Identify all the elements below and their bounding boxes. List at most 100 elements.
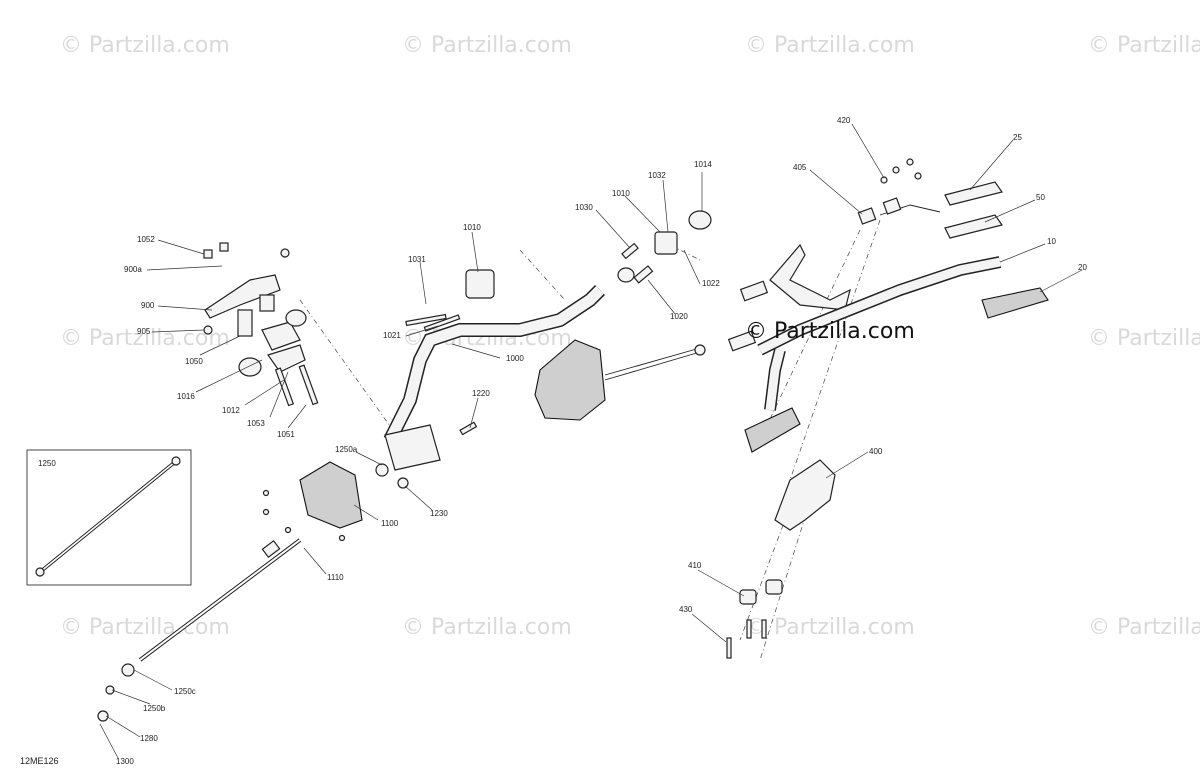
leader-line <box>157 305 213 311</box>
leader-line <box>984 199 1036 223</box>
leader-line <box>469 397 479 429</box>
callout-label: 1300 <box>116 757 134 766</box>
bushing-part <box>238 357 262 377</box>
watermark: © Partzilla.com <box>1088 615 1200 640</box>
bushing-part <box>375 463 389 477</box>
leader-line <box>471 231 479 273</box>
callout-label: 1110 <box>327 573 344 582</box>
shaft-highlight <box>139 539 301 661</box>
bolt-part <box>423 314 461 332</box>
leader-line <box>1039 269 1083 293</box>
right-handlebar-assembly <box>727 158 1049 453</box>
bar-end-part <box>739 280 769 302</box>
callout-label: 1230 <box>430 509 448 518</box>
callout-label: 1250a <box>335 445 358 454</box>
leader-line <box>662 179 669 233</box>
callout-label: 1014 <box>694 160 712 169</box>
leader-line <box>111 689 151 705</box>
bolt-part <box>405 313 447 327</box>
hand-guard-part <box>769 243 851 311</box>
screw-part <box>880 176 888 184</box>
nut-part <box>203 249 213 259</box>
heated-grip-part <box>981 287 1049 319</box>
leader-line <box>624 195 661 233</box>
leader-line <box>269 371 289 418</box>
screw-part <box>914 172 922 180</box>
screw-part <box>892 166 900 174</box>
leader-line <box>133 669 173 691</box>
callout-label: 20 <box>1078 263 1087 272</box>
bolt-part <box>459 421 478 436</box>
bolt-part <box>761 619 767 639</box>
watermark: © Partzilla.com <box>60 33 230 58</box>
callout-label: 1030 <box>575 203 593 212</box>
left-grip-tube-fill <box>765 348 785 411</box>
leader-line <box>691 613 727 643</box>
washer-part <box>397 477 409 489</box>
screw-part <box>262 508 270 516</box>
watermark: © Partzilla.com <box>1088 326 1200 351</box>
callout-label: 1051 <box>277 430 295 439</box>
riser-clamp-part <box>654 231 678 255</box>
leader-line <box>99 723 119 759</box>
callout-label: 1000 <box>506 354 524 363</box>
inset-rod-highlight <box>39 461 176 573</box>
bracket-part <box>204 274 281 319</box>
callout-label: 400 <box>869 447 883 456</box>
callout-label: 1053 <box>247 419 265 428</box>
rod-end-part <box>171 456 181 466</box>
nut-part <box>97 710 109 722</box>
bushing-part <box>285 309 307 327</box>
bolt-part <box>746 619 752 639</box>
leader-line <box>244 379 285 406</box>
callout-label: 1100 <box>381 519 399 528</box>
leader-line <box>353 504 379 521</box>
assembly-line <box>299 299 401 441</box>
assembly-line <box>519 249 566 301</box>
leader-line <box>195 359 263 393</box>
clamp-part <box>739 589 757 605</box>
leader-line <box>451 343 501 359</box>
watermark-layer: © Partzilla.com © Partzilla.com © Partzi… <box>60 33 1200 640</box>
callout-labels: 1052 900a 900 905 1050 1016 1012 1053 10… <box>116 116 1087 766</box>
callout-label: 1022 <box>702 279 720 288</box>
nut-part <box>203 325 213 335</box>
spacer-part <box>259 294 275 312</box>
leader-line <box>809 169 863 215</box>
leader-line <box>355 451 383 466</box>
leader-line <box>405 325 439 337</box>
callout-label: 50 <box>1036 193 1045 202</box>
leader-line <box>199 335 241 356</box>
callout-label: 1050 <box>185 357 203 366</box>
collar-part <box>261 539 281 559</box>
bushing-part <box>688 210 712 230</box>
diagram-code: 12ME126 <box>20 756 59 766</box>
callout-label: 1052 <box>137 235 155 244</box>
leader-line <box>105 715 141 738</box>
heated-grip-part <box>744 407 801 453</box>
callout-label: 430 <box>679 605 693 614</box>
callout-label: 405 <box>793 163 807 172</box>
callout-label: 1012 <box>222 406 240 415</box>
callout-label: 410 <box>688 561 702 570</box>
screw-part <box>906 158 914 166</box>
assembly-line <box>659 239 701 261</box>
watermark: © Partzilla.com <box>745 33 915 58</box>
bushing-part <box>617 267 635 283</box>
leader-line <box>157 239 205 255</box>
clamp-half-part <box>261 321 301 351</box>
callout-label: 1250c <box>174 687 196 696</box>
handlebar-fill <box>385 286 604 443</box>
assembly-line <box>789 219 881 481</box>
clamp-part <box>857 207 877 225</box>
leader-line <box>419 261 427 305</box>
callout-label: 1016 <box>177 392 195 401</box>
bolt-head-part <box>280 248 290 258</box>
grip-part <box>944 181 1003 206</box>
leader-line <box>404 485 433 511</box>
callout-label: 420 <box>837 116 851 125</box>
tie-rod-line <box>604 351 701 381</box>
watermark: © Partzilla.com <box>402 615 572 640</box>
